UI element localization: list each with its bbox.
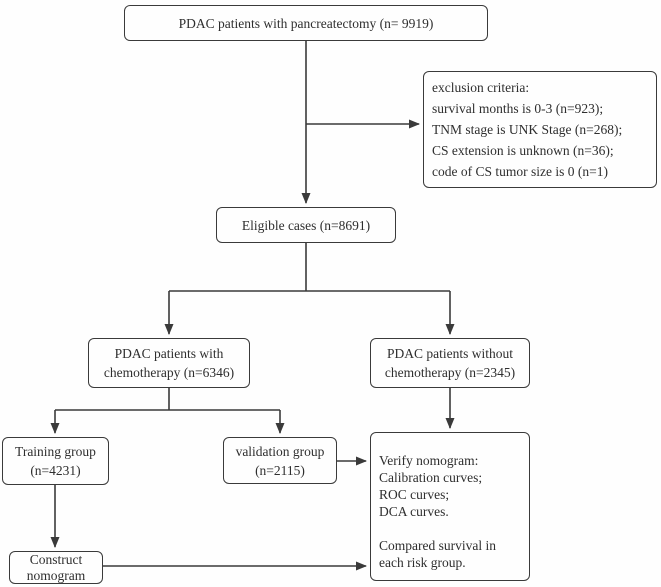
verify-line-3: ROC curves;: [379, 487, 450, 502]
node-exclusion-criteria: exclusion criteria: survival months is 0…: [423, 71, 657, 188]
node-eligible-cases-label: Eligible cases (n=8691): [241, 217, 371, 233]
verify-line-2: Calibration curves;: [379, 470, 483, 485]
verify-line-blank: [379, 520, 525, 537]
node-pdac-total: PDAC patients with pancreatectomy (n= 99…: [124, 5, 488, 41]
node-validation-group: validation group (n=2115): [223, 437, 337, 484]
verify-line-6: each risk group.: [379, 555, 466, 570]
construct-line-1: Construct: [29, 552, 83, 567]
construct-line-2: nomogram: [26, 567, 86, 583]
training-line-1: Training group: [15, 444, 96, 459]
exclusion-line-1: exclusion criteria:: [432, 80, 530, 95]
training-line-2: (n=4231): [30, 463, 81, 478]
node-construct-nomogram: Construct nomogram: [9, 551, 103, 584]
verify-line-5: Compared survival in: [379, 538, 496, 553]
node-pdac-total-label: PDAC patients with pancreatectomy (n= 99…: [178, 15, 434, 31]
verify-line-1: Verify nomogram:: [379, 453, 479, 468]
node-eligible-cases: Eligible cases (n=8691): [216, 207, 396, 243]
validation-line-1: validation group: [235, 443, 325, 459]
verify-line-4: DCA curves.: [379, 504, 449, 519]
exclusion-line-5: code of CS tumor size is 0 (n=1): [432, 164, 608, 179]
exclusion-line-2: survival months is 0-3 (n=923);: [432, 101, 604, 116]
without-chemo-line-1: PDAC patients without: [386, 346, 513, 361]
node-without-chemotherapy: PDAC patients without chemotherapy (n=23…: [370, 338, 530, 388]
with-chemo-line-1: PDAC patients with: [114, 346, 224, 361]
node-training-group: Training group (n=4231): [2, 437, 109, 485]
exclusion-line-4: CS extension is unknown (n=36);: [432, 143, 614, 158]
node-verify-nomogram: Verify nomogram: Calibration curves; ROC…: [370, 432, 530, 581]
exclusion-line-3: TNM stage is UNK Stage (n=268);: [432, 122, 623, 137]
node-with-chemotherapy: PDAC patients with chemotherapy (n=6346): [88, 338, 250, 388]
without-chemo-line-2: chemotherapy (n=2345): [384, 365, 516, 380]
with-chemo-line-2: chemotherapy (n=6346): [103, 365, 235, 380]
validation-line-2: (n=2115): [255, 462, 305, 478]
